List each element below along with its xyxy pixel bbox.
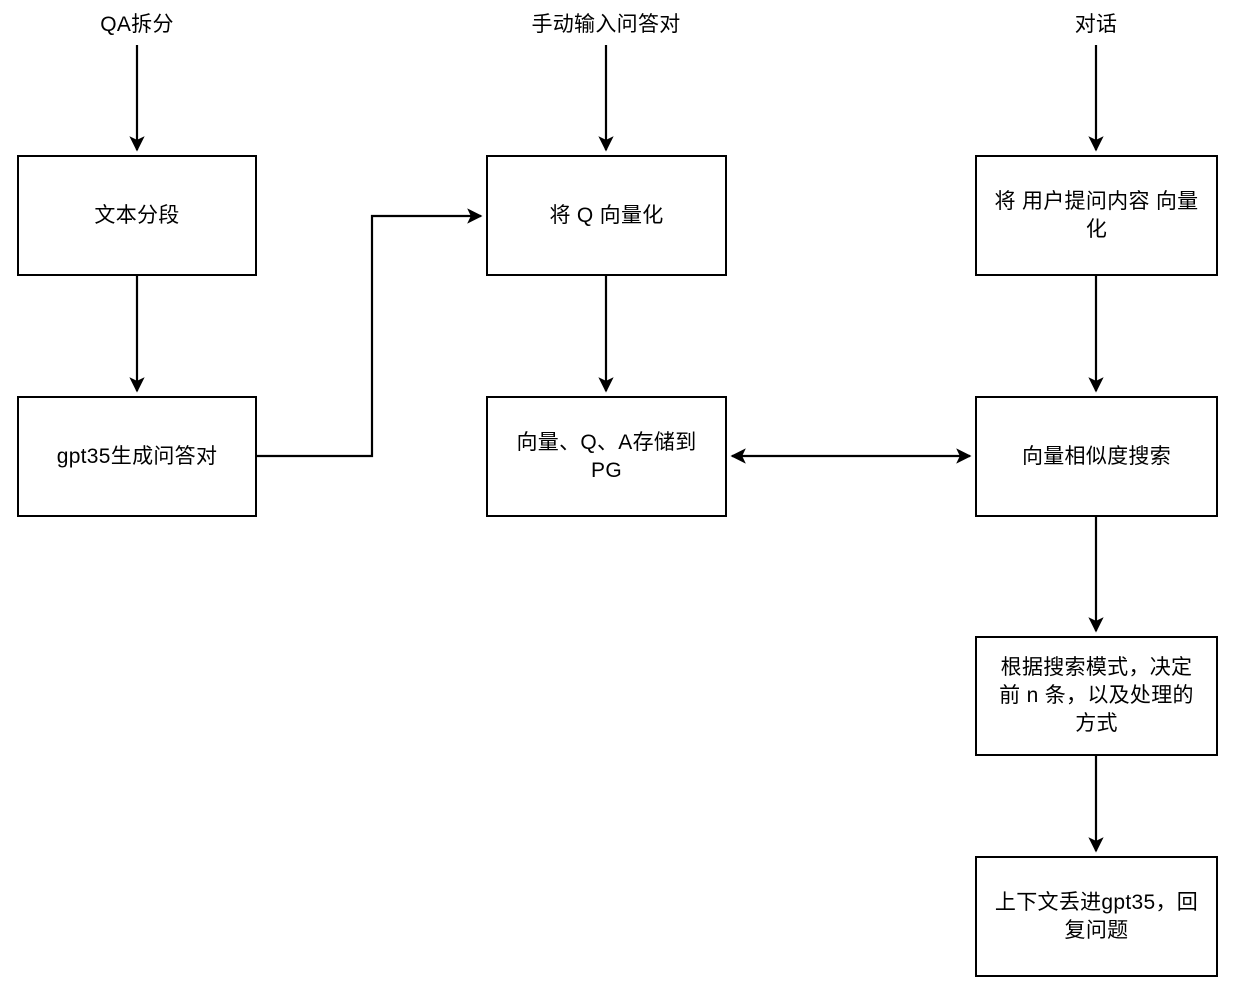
node-vectorize-q[interactable]: 将 Q 向量化 (486, 155, 727, 276)
node-vector-similarity-search[interactable]: 向量相似度搜索 (975, 396, 1218, 517)
node-gpt35-qa-generation[interactable]: gpt35生成问答对 (17, 396, 257, 517)
node-search-mode-topn[interactable]: 根据搜索模式，决定 前 n 条，以及处理的 方式 (975, 636, 1218, 756)
edge-gpt35-to-vectorize-q (257, 208, 483, 458)
node-context-to-gpt35[interactable]: 上下文丢进gpt35，回 复问题 (975, 856, 1218, 977)
node-store-to-pg[interactable]: 向量、Q、A存储到 PG (486, 396, 727, 517)
entry-dialogue: 对话 (1074, 13, 1118, 36)
entry-qa-split: QA拆分 (100, 13, 174, 36)
node-vectorize-user-question[interactable]: 将 用户提问内容 向量 化 (975, 155, 1218, 276)
entry-manual-qa: 手动输入问答对 (531, 13, 681, 36)
node-text-chunking[interactable]: 文本分段 (17, 155, 257, 276)
